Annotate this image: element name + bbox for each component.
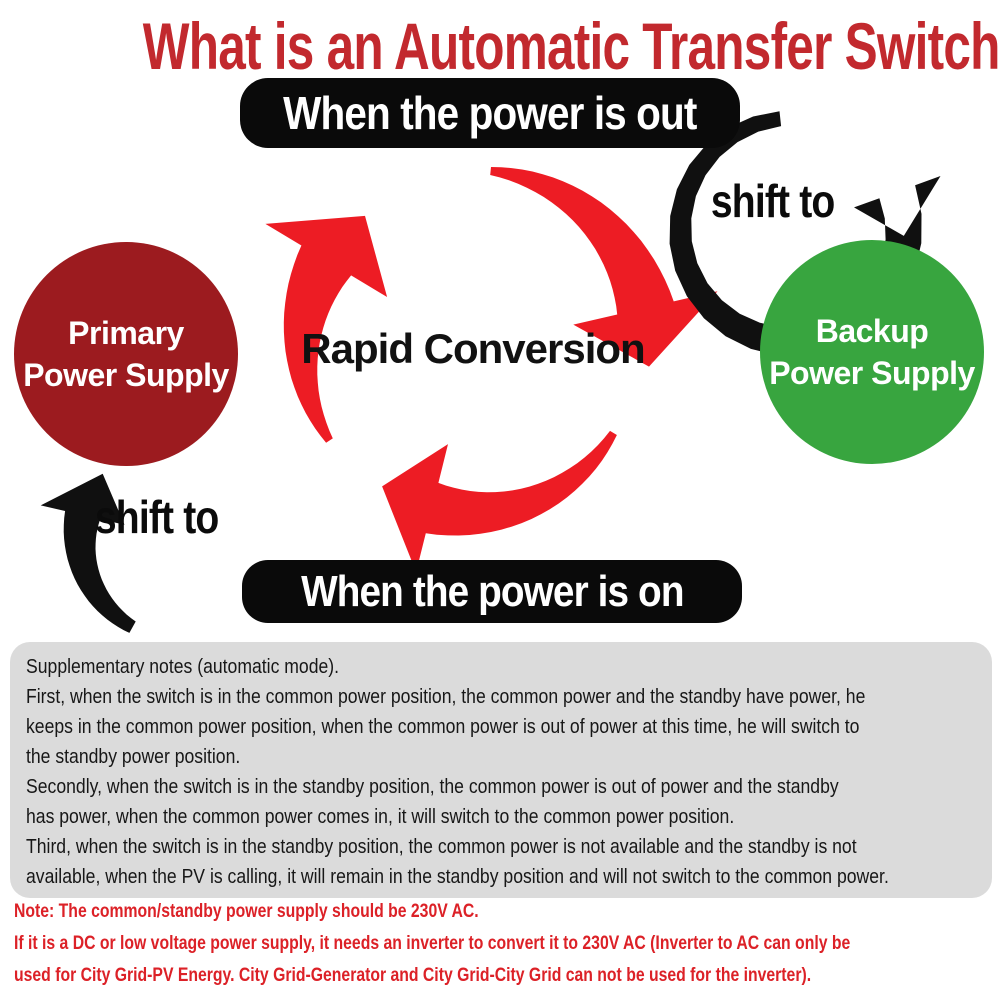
shift-to-label-top: shift to xyxy=(710,175,835,227)
backup-circle-line1: Backup xyxy=(815,312,929,349)
backup-power-circle: Backup Power Supply xyxy=(760,240,984,464)
note-line: the standby power position. xyxy=(26,746,241,768)
primary-circle-line1: Primary xyxy=(68,314,184,351)
primary-power-circle: Primary Power Supply xyxy=(14,242,238,466)
note-line: Third, when the switch is in the standby… xyxy=(26,836,857,858)
note-line: Supplementary notes (automatic mode). xyxy=(26,656,340,678)
note-line: keeps in the common power position, when… xyxy=(26,716,860,738)
footer-line: If it is a DC or low voltage power suppl… xyxy=(14,933,851,954)
footer-line: used for City Grid-PV Energy. City Grid-… xyxy=(14,965,812,986)
note-line: has power, when the common power comes i… xyxy=(26,806,735,828)
rapid-conversion-label: Rapid Conversion xyxy=(301,325,645,372)
note-line: First, when the switch is in the common … xyxy=(26,686,866,708)
footer-line: Note: The common/standby power supply sh… xyxy=(14,901,479,922)
note-line: available, when the PV is calling, it wi… xyxy=(26,866,889,888)
voltage-warning-note: Note: The common/standby power supply sh… xyxy=(14,896,1000,992)
banner-power-out: When the power is out xyxy=(240,78,740,148)
shift-to-label-bottom: shift to xyxy=(94,491,219,543)
note-line: Secondly, when the switch is in the stan… xyxy=(26,776,839,798)
supplementary-notes-box: Supplementary notes (automatic mode). Fi… xyxy=(10,642,992,898)
primary-circle-line2: Power Supply xyxy=(23,357,229,393)
banner-power-on: When the power is on xyxy=(242,560,742,623)
backup-circle-line2: Power Supply xyxy=(769,355,975,391)
page-title: What is an Automatic Transfer Switch xyxy=(142,9,1000,83)
red-cycle-arrow-return-icon xyxy=(382,430,617,573)
